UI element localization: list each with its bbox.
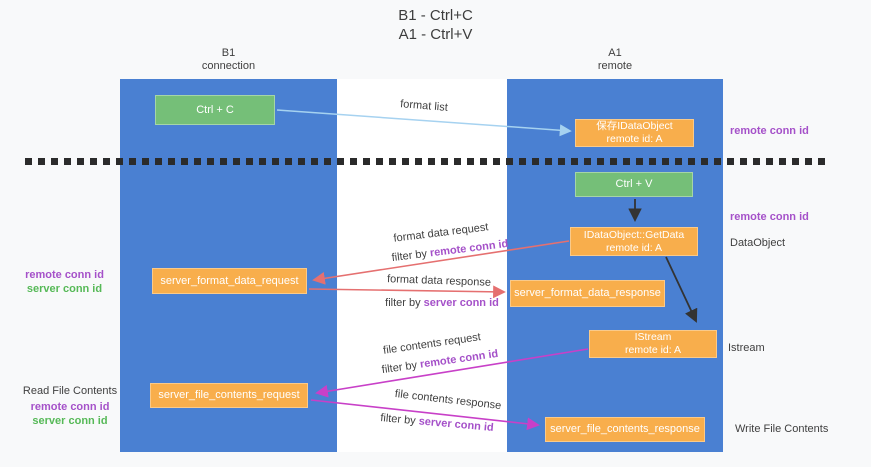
phase-separator-dashed-line [25,158,831,165]
node-ctrl-c-label: Ctrl + C [196,103,234,116]
node-ctrl-c: Ctrl + C [155,95,275,125]
annotation-left-conn-ids-top: remote conn id server conn id [22,268,107,296]
annotation-left-remote-conn-id-top: remote conn id [25,269,104,281]
annotation-read-file-contents: Read File Contents [22,385,118,397]
annotation-dataobject: DataObject [730,237,786,249]
node-server-file-contents-request-label: server_file_contents_request [158,389,300,401]
annotation-left-server-conn-id-bottom: server conn id [32,415,108,427]
node-saved-dataobject-line1: 保存IDataObject [596,120,673,132]
diagram-title: B1 - Ctrl+C A1 - Ctrl+V [0,6,871,44]
node-getdata-line1: IDataObject::GetData [583,228,685,241]
annotation-remote-conn-id-top: remote conn id [730,125,809,137]
filter-key-server-conn-id: server conn id [423,297,499,309]
annotation-left-server-conn-id-top: server conn id [26,283,103,295]
node-server-format-data-request: server_format_data_request [152,268,307,294]
node-saved-dataobject: 保存IDataObject remote id: A [575,119,694,147]
node-server-format-data-request-label: server_format_data_request [160,274,299,287]
filter-by-text: filter by [385,297,424,309]
annotation-remote-conn-id-mid: remote conn id [730,211,809,223]
message-format-data-response-filter: filter by server conn id [385,297,499,309]
node-getdata-line2: remote id: A [605,241,663,254]
annotation-istream: Istream [728,342,765,354]
node-server-format-data-response-label: server_format_data_response [514,287,661,299]
annotation-write-file-contents: Write File Contents [735,423,829,435]
annotation-left-remote-conn-id-bottom: remote conn id [30,401,110,413]
node-ctrl-v: Ctrl + V [575,172,693,197]
lane-b1-name: B1 [221,47,236,59]
node-idataobject-getdata: IDataObject::GetData remote id: A [570,227,698,256]
node-ctrl-v-label: Ctrl + V [615,178,653,190]
annotation-left-read-file-contents-block: Read File Contents remote conn id server… [8,384,132,428]
node-istream-line2: remote id: A [624,344,682,356]
node-istream: IStream remote id: A [589,330,717,358]
lane-b1-role: connection [201,60,256,72]
lane-header-b1: B1 connection [120,47,337,73]
node-saved-dataobject-line2: remote id: A [606,133,663,145]
title-line-1: B1 - Ctrl+C [398,7,473,24]
node-istream-line1: IStream [634,331,672,343]
lane-a1-role: remote [597,60,633,72]
lane-header-a1: A1 remote [507,47,723,73]
node-server-file-contents-response: server_file_contents_response [545,417,705,442]
node-server-file-contents-request: server_file_contents_request [150,383,308,408]
node-server-file-contents-response-label: server_file_contents_response [550,423,700,435]
node-server-format-data-response: server_format_data_response [510,280,665,307]
title-line-2: A1 - Ctrl+V [398,26,473,43]
lane-a1-name: A1 [608,47,622,59]
